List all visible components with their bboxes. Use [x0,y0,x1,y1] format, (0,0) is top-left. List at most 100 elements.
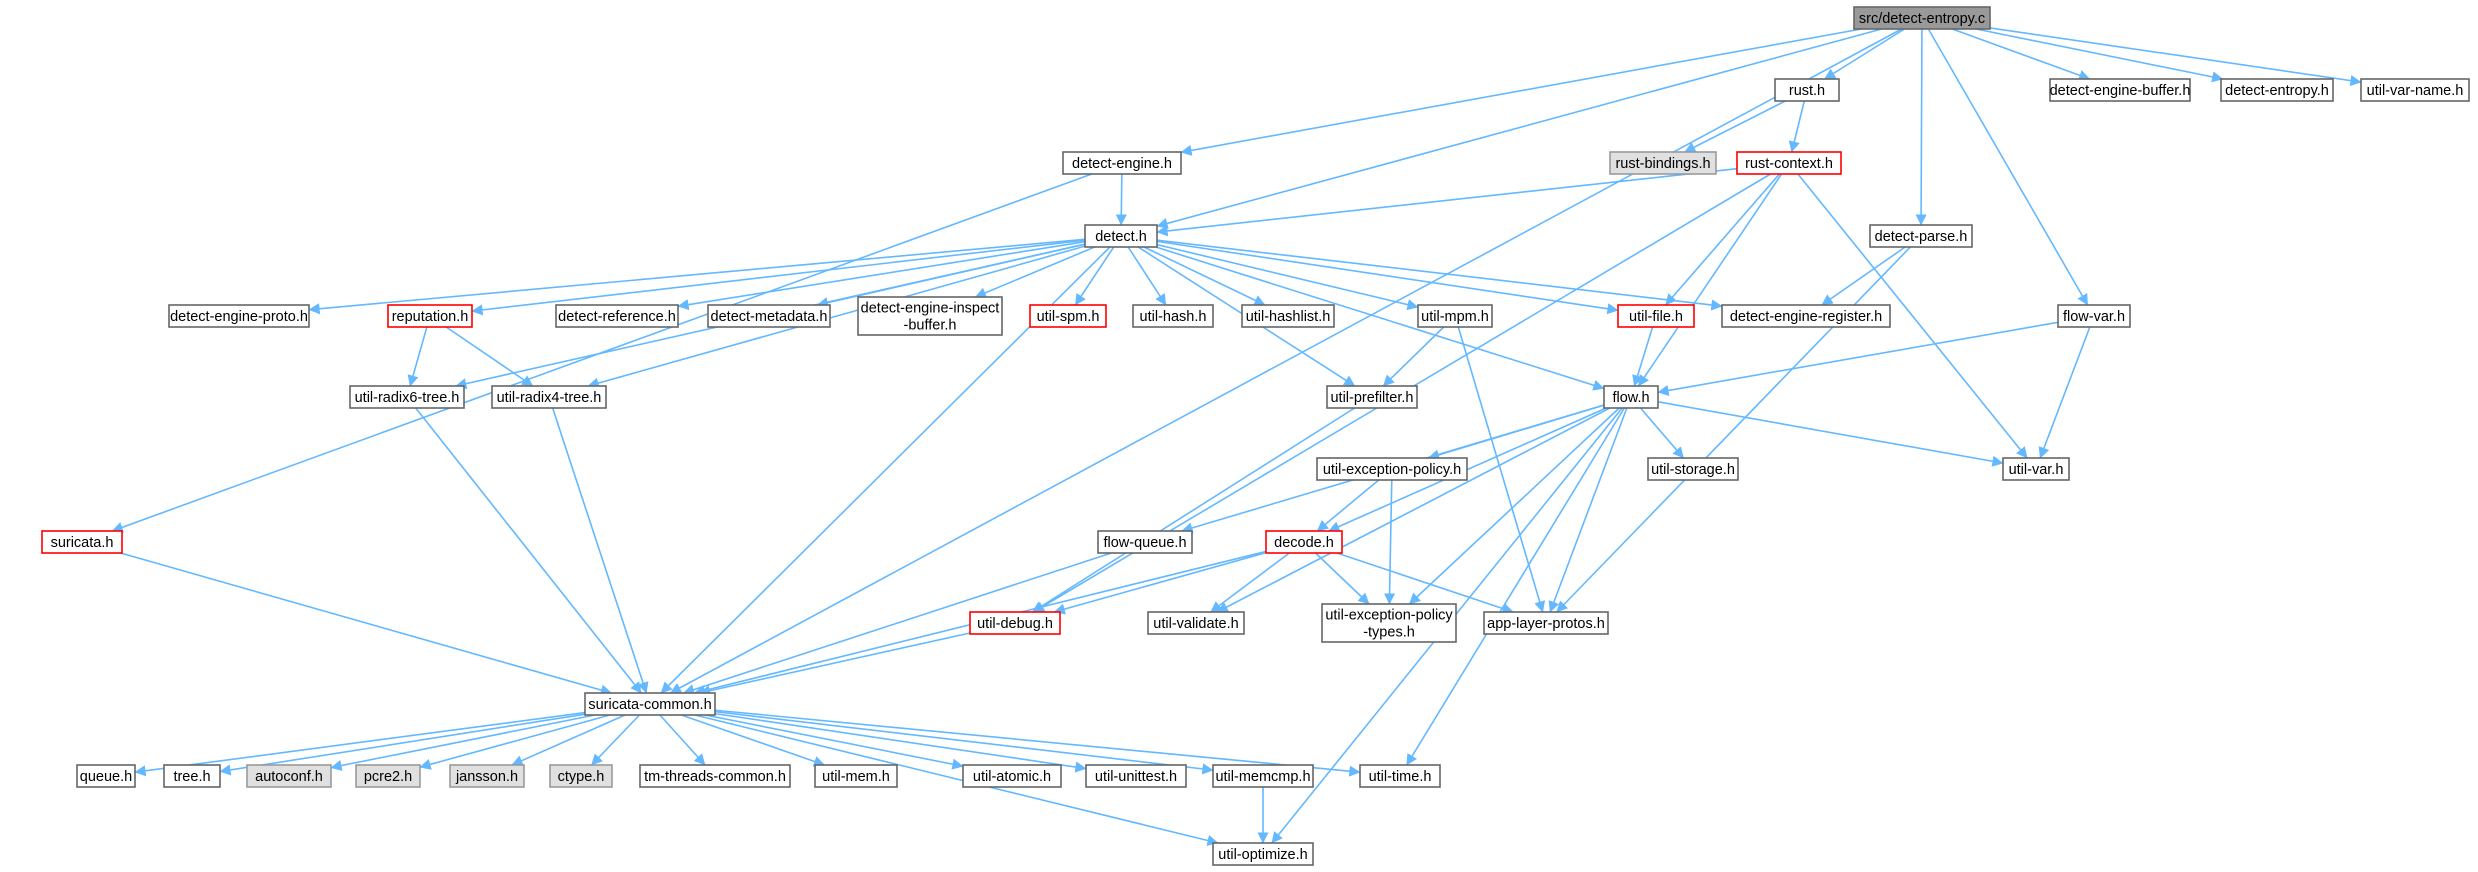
node-label: app-layer-protos.h [1487,616,1605,632]
node-ctype[interactable]: ctype.h [549,764,613,788]
node-rust[interactable]: rust.h [1774,78,1840,102]
node-dref[interactable]: detect-reference.h [555,304,679,328]
node-uhash[interactable]: util-hash.h [1132,304,1214,328]
node-box [1316,457,1468,481]
node-tree[interactable]: tree.h [163,764,221,788]
node-box [1321,603,1457,643]
node-flow[interactable]: flow.h [1603,385,1659,409]
node-rb[interactable]: rust-bindings.h [1609,151,1717,175]
node-fq[interactable]: flow-queue.h [1097,530,1193,554]
node-uopt[interactable]: util-optimize.h [1212,842,1314,866]
node-deib[interactable]: detect-engine-inspect-buffer.h [857,296,1003,336]
node-umc[interactable]: util-memcmp.h [1212,764,1314,788]
edge-flow-to-ustor [1639,407,1685,459]
node-label: util-var.h [2009,462,2064,478]
node-uep[interactable]: util-exception-policy.h [1316,457,1468,481]
node-alp[interactable]: app-layer-protos.h [1483,611,1609,635]
node-dent[interactable]: detect-entropy.h [2220,78,2334,102]
node-uvar[interactable]: util-var.h [2002,457,2070,481]
node-utime[interactable]: util-time.h [1359,764,1441,788]
node-box [1147,611,1245,635]
node-label: detect-engine-buffer.h [2050,83,2191,99]
node-label: util-var-name.h [2367,83,2464,99]
edge-root-to-flowvar [1927,28,2089,306]
node-box [1326,385,1418,409]
node-spm[interactable]: util-spm.h [1029,304,1107,328]
edge-layer [111,27,2362,846]
edge-sc-to-queue [134,711,586,777]
edge-detect-to-spm [1074,246,1115,306]
node-box [1062,151,1182,175]
node-box [1085,764,1187,788]
node-label: detect-metadata.h [711,309,828,325]
node-tm[interactable]: tm-threads-common.h [639,764,791,788]
node-autoconf[interactable]: autoconf.h [246,764,332,788]
node-uatom[interactable]: util-atomic.h [962,764,1062,788]
node-uvn[interactable]: util-var-name.h [2360,78,2470,102]
node-deb[interactable]: detect-engine-buffer.h [2049,78,2191,102]
edge-upf-to-udbg [1031,407,1356,613]
node-box [639,764,791,788]
node-umem[interactable]: util-mem.h [814,764,898,788]
edge-flow-to-utime [1406,407,1625,766]
node-upf[interactable]: util-prefilter.h [1326,385,1418,409]
edge-rep-to-r4 [445,326,534,387]
node-box [2049,78,2191,102]
node-label: decode.h [1274,535,1334,551]
node-queue[interactable]: queue.h [76,764,136,788]
node-box [1647,457,1739,481]
node-r6[interactable]: util-radix6-tree.h [349,385,465,409]
node-box [76,764,136,788]
node-uval[interactable]: util-validate.h [1147,611,1245,635]
node-r4[interactable]: util-radix4-tree.h [491,385,607,409]
node-decode[interactable]: decode.h [1265,530,1343,554]
node-flowvar[interactable]: flow-var.h [2057,304,2131,328]
node-rc[interactable]: rust-context.h [1736,151,1842,175]
node-jansson[interactable]: jansson.h [449,764,525,788]
edge-decode-to-uval [1210,552,1290,613]
node-label: flow-queue.h [1103,535,1186,551]
node-de[interactable]: detect-engine.h [1062,151,1182,175]
edge-flow-to-uvar [1657,401,2004,467]
node-box [246,764,332,788]
node-label: -buffer.h [904,318,957,334]
edge-rc-to-uvar [1797,173,2028,459]
node-suri[interactable]: suricata.h [41,530,123,554]
node-label: util-memcmp.h [1215,769,1310,785]
node-dep[interactable]: detect-engine-proto.h [168,304,310,328]
node-der[interactable]: detect-engine-register.h [1721,304,1891,328]
node-ustor[interactable]: util-storage.h [1647,457,1739,481]
node-label: jansson.h [455,769,518,785]
node-udbg[interactable]: util-debug.h [969,611,1061,635]
node-box [491,385,607,409]
node-label: -types.h [1363,625,1415,641]
node-detect[interactable]: detect.h [1084,224,1158,248]
node-pcre2[interactable]: pcre2.h [355,764,421,788]
node-box [2057,304,2131,328]
node-label: util-mem.h [822,769,890,785]
edge-root-to-deb [1951,28,2091,81]
node-uhl[interactable]: util-hashlist.h [1241,304,1335,328]
edge-r6-to-sc [415,407,642,694]
node-uut[interactable]: util-unittest.h [1085,764,1187,788]
edge-r4-to-sc [551,407,649,694]
edge-ufile-to-flow [1632,326,1654,387]
node-dp[interactable]: detect-parse.h [1869,224,1973,248]
node-dmeta[interactable]: detect-metadata.h [707,304,831,328]
node-label: src/detect-entropy.c [1859,11,1985,27]
edge-detect-to-deib [974,246,1096,299]
node-ufile[interactable]: util-file.h [1617,304,1695,328]
edge-fq-to-sc [683,552,1112,696]
node-label: detect-engine-register.h [1730,309,1882,325]
node-umpm[interactable]: util-mpm.h [1417,304,1493,328]
edge-sc-to-uut [714,712,1087,773]
node-uept[interactable]: util-exception-policy-types.h [1321,603,1457,643]
node-sc[interactable]: suricata-common.h [584,692,716,716]
node-label: detect-entropy.h [2225,83,2329,99]
node-label: rust.h [1789,83,1825,99]
node-rep[interactable]: reputation.h [387,304,473,328]
edge-sc-to-tree [219,713,586,776]
edge-sc-to-utime [714,709,1361,777]
edge-root-to-dp [1915,28,1927,226]
